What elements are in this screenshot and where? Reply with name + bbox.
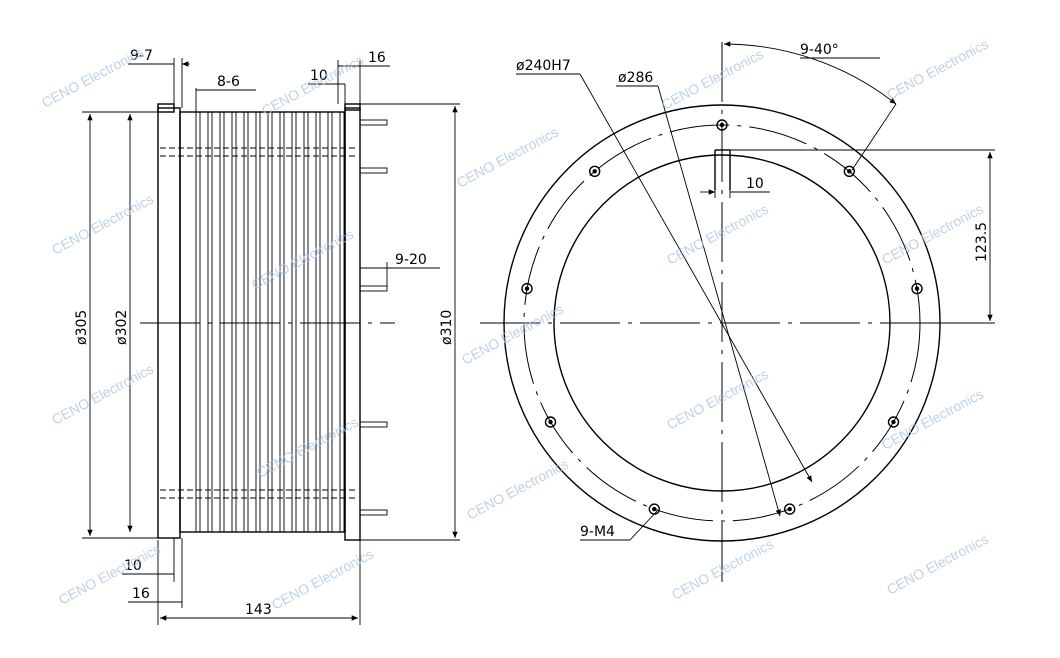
dim-16-bottom: 16 bbox=[132, 586, 150, 602]
watermark-text: CENO Electronics bbox=[664, 201, 771, 268]
dim-9-m4: 9-M4 bbox=[580, 524, 615, 540]
dim-9-20: 9-20 bbox=[395, 252, 427, 268]
dim-9-7: 9-7 bbox=[130, 48, 153, 64]
mounting-hole-core bbox=[787, 506, 792, 512]
mounting-hole-core bbox=[652, 506, 657, 512]
watermark-text: CENO Electronics bbox=[659, 46, 766, 113]
dim-143: 143 bbox=[245, 602, 272, 618]
side-view: 9-7 8-6 10 16 9-20 ø305 ø302 ø310 10 16 … bbox=[74, 48, 460, 625]
dim-16-top: 16 bbox=[368, 50, 386, 66]
dim-9-40: 9-40° bbox=[800, 42, 839, 58]
mounting-hole bbox=[784, 503, 796, 515]
mounting-hole bbox=[843, 165, 855, 178]
dim-305: ø305 bbox=[74, 310, 90, 345]
mounting-hole bbox=[887, 416, 900, 428]
slip-rings bbox=[195, 112, 345, 532]
dim-310: ø310 bbox=[439, 310, 455, 345]
mounting-hole-core bbox=[524, 286, 530, 291]
dim-302: ø302 bbox=[114, 310, 130, 345]
mounting-hole bbox=[521, 282, 533, 295]
mounting-holes bbox=[521, 119, 923, 515]
mounting-hole bbox=[911, 282, 923, 295]
dim-123-5: 123.5 bbox=[974, 222, 990, 262]
watermark-text: CENO Electronics bbox=[664, 366, 771, 433]
watermark-text: CENO Electronics bbox=[879, 201, 986, 268]
mounting-hole-core bbox=[914, 286, 920, 291]
dim-286: ø286 bbox=[618, 70, 653, 86]
mounting-hole-core bbox=[548, 419, 553, 425]
front-view: ø240H7 ø286 9-40° 10 123.5 9-M4 bbox=[480, 41, 995, 590]
dim-10-key: 10 bbox=[746, 176, 764, 192]
terminal-pins bbox=[359, 119, 388, 516]
watermark-text: CENO Electronics bbox=[454, 124, 561, 191]
mounting-hole-core bbox=[592, 169, 597, 174]
mounting-hole-core bbox=[891, 419, 896, 425]
watermark-text: CENO Electronics bbox=[464, 456, 571, 523]
right-plate bbox=[344, 107, 361, 541]
watermark-text: CENO Electronics bbox=[459, 301, 566, 368]
watermark-text: CENO Electronics bbox=[39, 44, 146, 111]
watermark-text: CENO Electronics bbox=[884, 36, 991, 103]
mounting-hole-core bbox=[847, 169, 852, 174]
mounting-hole bbox=[589, 165, 601, 178]
dim-8-6: 8-6 bbox=[217, 74, 240, 90]
watermark-text: CENO Electronics bbox=[49, 191, 156, 258]
dim-240h7: ø240H7 bbox=[516, 58, 571, 74]
dim-10-top: 10 bbox=[310, 68, 328, 84]
mounting-hole bbox=[544, 416, 557, 428]
watermark-text: CENO Electronics bbox=[884, 531, 991, 598]
dim-10-bottom: 10 bbox=[124, 558, 142, 574]
watermark-text: CENO Electronics bbox=[49, 361, 156, 428]
watermarks: CENO Electronics CENO Electronics CENO E… bbox=[39, 36, 991, 613]
